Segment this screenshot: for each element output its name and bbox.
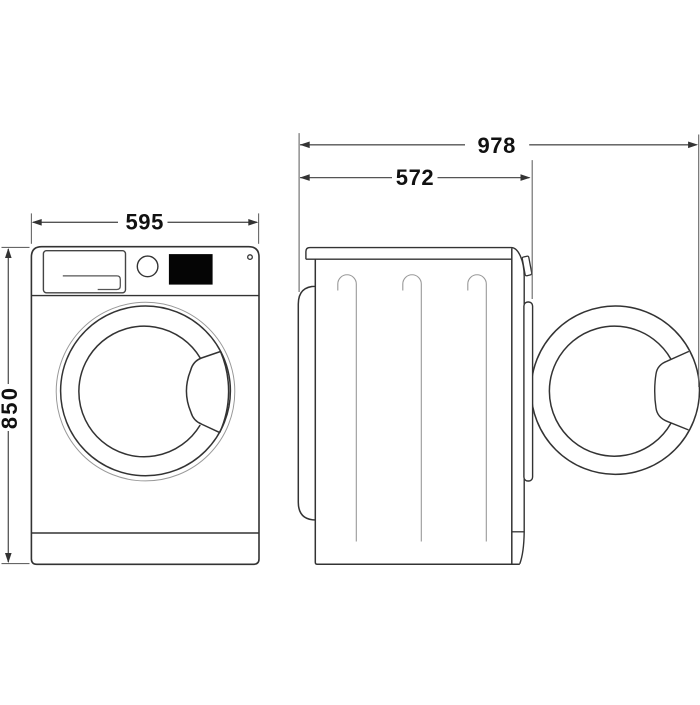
svg-text:595: 595 bbox=[125, 209, 164, 234]
svg-text:572: 572 bbox=[396, 165, 435, 190]
svg-text:978: 978 bbox=[477, 133, 516, 158]
svg-text:850: 850 bbox=[0, 386, 22, 429]
